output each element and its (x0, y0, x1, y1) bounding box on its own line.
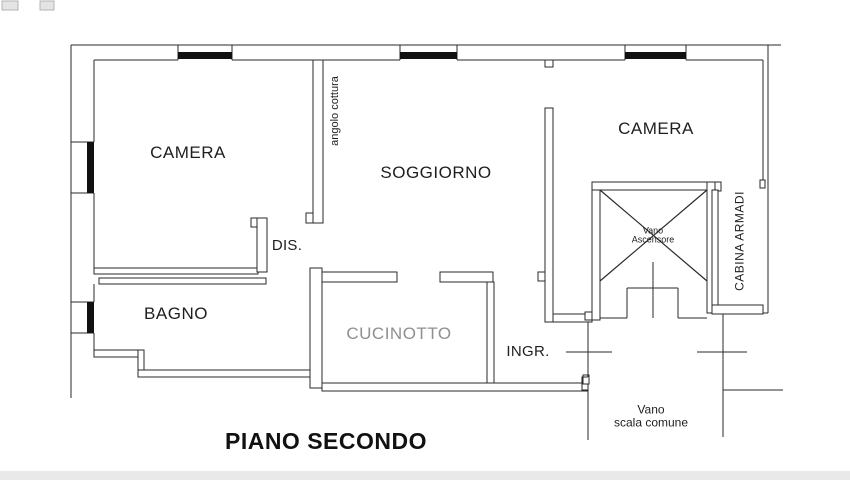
wall-bagno-south (93, 349, 139, 358)
wall-soggiorno-west-foot (305, 212, 314, 224)
window-bars (87, 52, 686, 333)
wall-south-outer (321, 382, 589, 392)
wall-elevator-foot (584, 311, 593, 321)
stair-wall-notch (581, 376, 588, 391)
wall-south-outer-jog (582, 374, 590, 385)
wall-cucinotto-east (486, 281, 495, 384)
wall-cucinotto-north-right (439, 271, 494, 283)
wall-cabina-west (711, 189, 719, 308)
scan-artifacts (1, 0, 55, 11)
wall-cabina-south (711, 304, 764, 315)
wall-dis-west-tab (250, 217, 258, 228)
wall-elevator-top (591, 181, 716, 191)
wall-soggiorno-west (312, 59, 324, 224)
elevator-shaft (599, 189, 708, 319)
interior-walls (93, 59, 766, 392)
doors-and-stairs (566, 314, 783, 440)
outer-walls (70, 44, 781, 398)
window-left-1 (87, 142, 94, 193)
wall-right-notch (759, 179, 766, 189)
window-left-2 (87, 302, 94, 333)
window-top-1 (178, 52, 232, 59)
window-top-3 (625, 52, 686, 59)
wall-camera-south (93, 267, 259, 275)
bottom-gray-band (0, 471, 850, 480)
elevator-x-line (599, 189, 708, 282)
wall-cucinotto-west (309, 267, 323, 389)
window-top-2 (400, 52, 457, 59)
wall-bagno-north (98, 277, 267, 285)
inner-wall-lines (93, 59, 764, 350)
wall-dis-west (256, 217, 268, 273)
wall-south-lower (137, 369, 313, 378)
wall-elevator-left (591, 181, 601, 321)
wall-soggiorno-camera-divider (544, 107, 554, 323)
wall-cucinotto-north-left (321, 271, 398, 283)
wall-divider-foot (537, 271, 546, 282)
wall-top-notch (544, 59, 554, 68)
